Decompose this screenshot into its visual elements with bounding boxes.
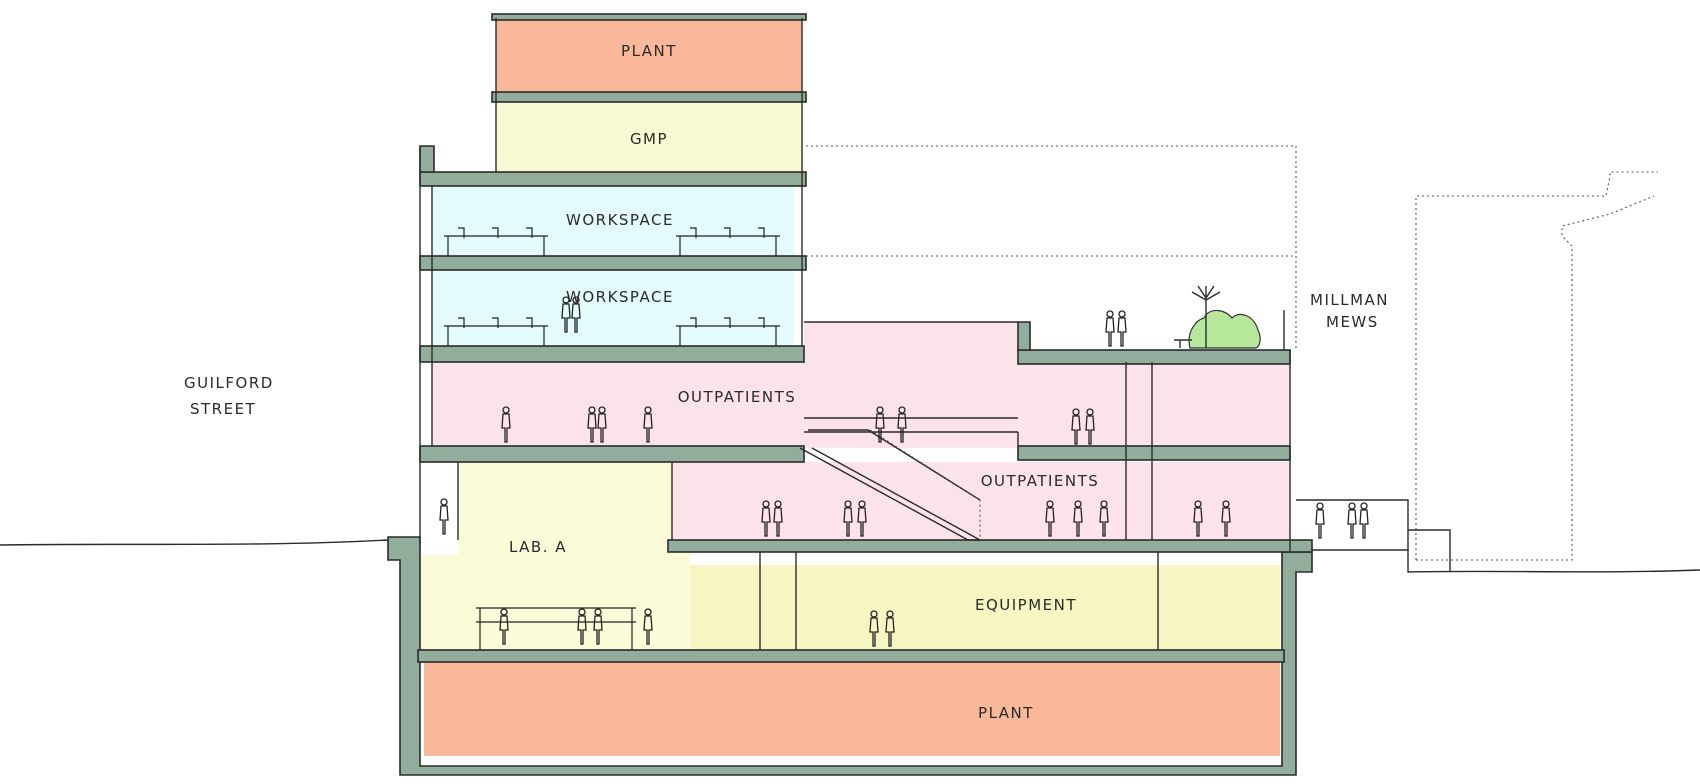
workstations <box>444 227 780 650</box>
person-figure <box>1071 408 1081 445</box>
room-plant-top <box>496 18 802 92</box>
person-figure <box>1347 502 1357 539</box>
person-figure <box>875 406 885 443</box>
person-figure <box>869 610 879 647</box>
room-workspace-lower <box>432 270 794 346</box>
basement-walls <box>387 536 1313 776</box>
person-figure <box>1315 502 1325 539</box>
person-figure <box>499 608 509 645</box>
label-outpatients-lower: OUTPATIENTS <box>981 472 1100 490</box>
label-guilford-street-line2: STREET <box>190 400 256 418</box>
slab-workspace-mid <box>419 255 807 271</box>
slab-gmp-workspace <box>419 171 807 187</box>
outpatients-balustrade <box>804 417 1019 446</box>
person-figure <box>1221 500 1231 537</box>
slab-terrace <box>1017 349 1291 365</box>
ground-line <box>0 539 1700 573</box>
label-equipment: EQUIPMENT <box>975 596 1077 614</box>
room-outpatients-lower <box>672 462 1290 540</box>
tower-parapet-left <box>419 145 435 173</box>
desk-row <box>676 235 780 256</box>
room-plant-basement <box>424 662 1280 756</box>
person-figure <box>843 500 853 537</box>
label-outpatients-upper: OUTPATIENTS <box>678 388 797 406</box>
desk-row <box>444 235 548 256</box>
label-workspace-upper: WORKSPACE <box>566 211 674 229</box>
terrace-parapet <box>1017 321 1031 351</box>
slab-outpatients-mid-left <box>419 445 805 463</box>
person-figure <box>643 406 653 443</box>
slab-plant-gmp <box>491 91 807 103</box>
label-workspace-lower: WORKSPACE <box>566 288 674 306</box>
desk-row <box>676 325 780 346</box>
equipment-columns <box>759 362 1159 650</box>
label-gmp: GMP <box>630 130 668 148</box>
label-plant-basement: PLANT <box>978 704 1034 722</box>
chairs <box>458 227 765 328</box>
person-figure <box>885 610 895 647</box>
label-millman-mews-line1: MILLMAN <box>1310 291 1389 309</box>
millman-mews-building <box>1415 171 1658 561</box>
person-figure <box>501 406 511 443</box>
person-figure <box>897 406 907 443</box>
person-figure <box>773 500 783 537</box>
person-figure <box>571 296 581 333</box>
slab-tower-roof <box>491 13 807 21</box>
person-figure <box>1193 500 1203 537</box>
person-figure <box>587 406 597 443</box>
terrace-bench <box>1174 339 1192 348</box>
person-figure <box>1073 500 1083 537</box>
label-lab-a: LAB. A <box>509 538 567 556</box>
slab-ground <box>667 539 1313 553</box>
room-gmp <box>496 102 802 172</box>
tower-walls <box>419 18 1291 552</box>
person-figure <box>643 608 653 645</box>
room-lab-a <box>420 462 690 650</box>
palm-tree <box>1191 285 1221 348</box>
person-figure <box>1359 502 1369 539</box>
terrace-planter-greenery <box>1188 309 1261 349</box>
room-workspace-upper <box>432 186 794 256</box>
person-figure <box>597 406 607 443</box>
slab-outpatients-mid-right <box>1017 445 1291 461</box>
person-figure <box>561 296 571 333</box>
label-plant-top: PLANT <box>621 42 677 60</box>
person-figure <box>577 608 587 645</box>
label-millman-mews-line2: MEWS <box>1326 313 1379 331</box>
person-figure <box>761 500 771 537</box>
slab-basement-plant <box>417 649 1285 663</box>
slab-workspace-outpatients <box>419 345 805 363</box>
person-figure <box>1105 310 1115 347</box>
adjacent-building-outline <box>806 145 1297 350</box>
staircase <box>799 429 981 541</box>
person-figure <box>1117 310 1127 347</box>
person-figure <box>1085 408 1095 445</box>
lab-bench <box>476 607 636 650</box>
person-figure <box>857 500 867 537</box>
people-figures <box>439 296 1369 647</box>
stair-guideline <box>869 429 981 540</box>
desk-row <box>444 325 548 346</box>
person-figure <box>1099 500 1109 537</box>
person-figure <box>1045 500 1055 537</box>
person-figure <box>439 498 449 535</box>
label-guilford-street-line1: GUILFORD <box>184 374 274 392</box>
room-equipment <box>690 565 1280 650</box>
mews-wall <box>1296 499 1451 572</box>
person-figure <box>593 608 603 645</box>
